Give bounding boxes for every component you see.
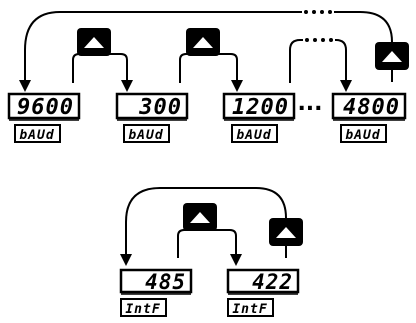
display-value: 1200 <box>232 95 289 120</box>
unit-text: bAUd <box>345 128 380 143</box>
up-arrow-key-icon <box>77 28 111 56</box>
arrow-4800-wrap-to-9600 <box>19 11 393 92</box>
display-value: 4800 <box>343 95 400 120</box>
display-intf-422: 422 <box>226 268 300 295</box>
up-arrow-key-icon <box>269 218 303 246</box>
arrow-1200-to-4800 <box>289 39 352 92</box>
arrow-485-to-422 <box>177 229 242 266</box>
up-arrow-key-icon <box>186 28 220 56</box>
display-baud-1200: 1200 <box>222 92 296 121</box>
unit-label-intf-2: IntF <box>227 298 274 317</box>
display-value: 422 <box>252 270 293 294</box>
display-value: 485 <box>145 270 186 294</box>
display-baud-300: 300 <box>115 92 189 121</box>
display-baud-4800: 4800 <box>331 92 407 121</box>
unit-text: bAUd <box>128 128 163 143</box>
up-arrow-key-icon <box>183 203 217 231</box>
ellipsis-between-displays: ... <box>297 91 322 116</box>
dotted-gap-1200-4800 <box>305 38 333 42</box>
unit-text: IntF <box>232 302 267 317</box>
up-arrow-key-icon <box>375 42 409 70</box>
unit-text: bAUd <box>19 128 54 143</box>
display-value: 9600 <box>17 95 74 120</box>
arrow-422-wrap-to-485 <box>120 187 287 266</box>
unit-text: bAUd <box>236 128 271 143</box>
unit-label-baud-1: bAUd <box>14 124 61 143</box>
unit-label-intf-1: IntF <box>120 298 167 317</box>
unit-label-baud-3: bAUd <box>231 124 278 143</box>
unit-label-baud-2: bAUd <box>123 124 170 143</box>
arrow-9600-to-300 <box>72 53 133 92</box>
display-baud-9600: 9600 <box>7 92 81 121</box>
unit-label-baud-4: bAUd <box>340 124 387 143</box>
arrow-300-to-1200 <box>179 53 243 92</box>
display-value: 300 <box>138 95 182 120</box>
unit-text: IntF <box>125 302 160 317</box>
dotted-gap-wrap <box>304 10 332 14</box>
display-intf-485: 485 <box>119 268 193 295</box>
